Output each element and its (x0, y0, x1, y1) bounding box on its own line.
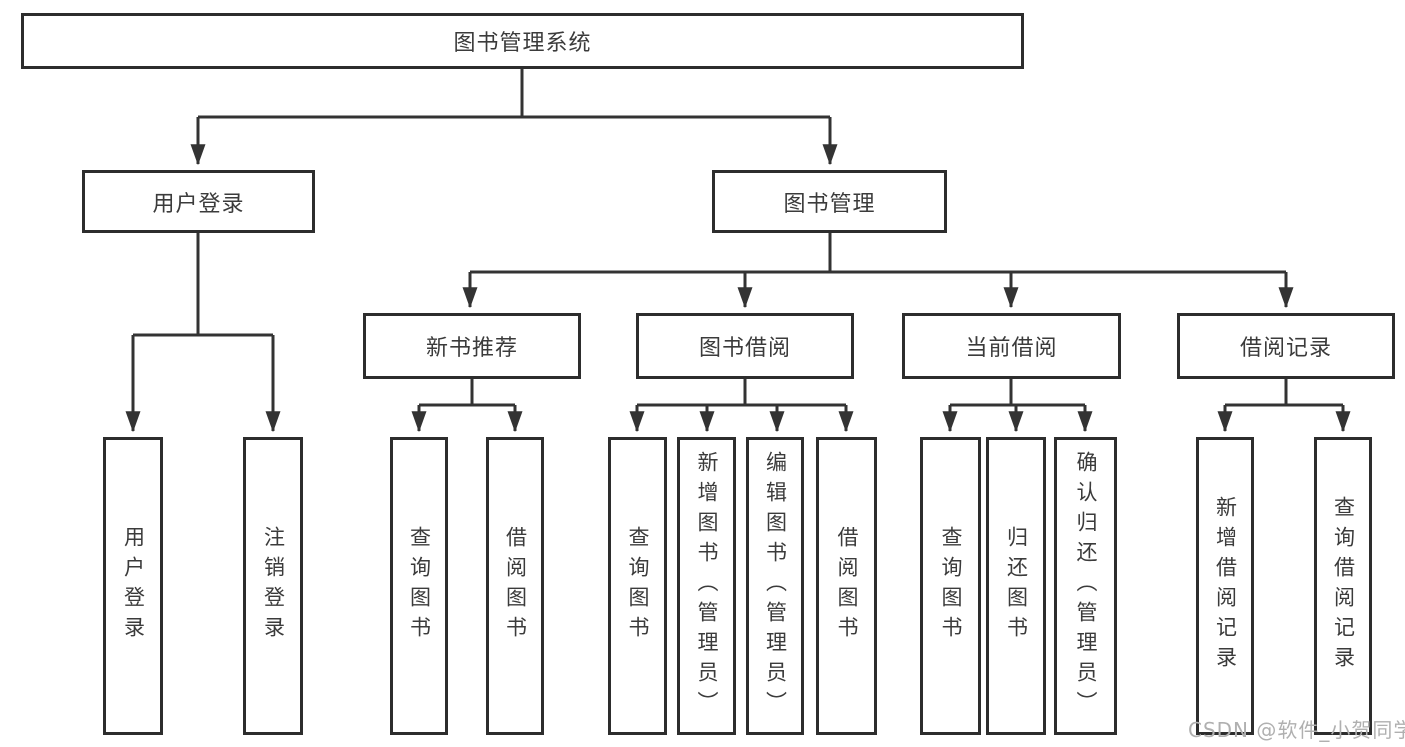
connector-root-branch (198, 67, 830, 119)
leaf-label: 归还图书 (1004, 526, 1029, 646)
connector-book-management-branch (470, 233, 1286, 274)
connector-user-login-branch (133, 233, 273, 337)
node-user-login: 用户登录 (82, 170, 315, 233)
leaf-edit-books-admin: 编辑图书（管理员） (746, 437, 804, 735)
leaf-label: 新增借阅记录 (1213, 496, 1238, 676)
leaf-label: 查询借阅记录 (1331, 496, 1356, 676)
connector-current-borrow-branch (950, 379, 1085, 407)
leaf-add-borrow-record: 新增借阅记录 (1196, 437, 1254, 735)
leaf-label: 编辑图书（管理员） (763, 451, 788, 721)
node-book-borrow: 图书借阅 (636, 313, 854, 379)
connector-new-book-branch (419, 379, 515, 407)
leaf-confirm-return-admin: 确认归还（管理员） (1054, 437, 1117, 735)
node-library-system: 图书管理系统 (21, 13, 1024, 69)
leaf-user-login: 用户登录 (103, 437, 163, 735)
leaf-add-books-admin: 新增图书（管理员） (677, 437, 736, 735)
leaf-borrow-books: 借阅图书 (816, 437, 877, 735)
leaf-return-books: 归还图书 (986, 437, 1046, 735)
leaf-query-books-borrow: 查询图书 (608, 437, 667, 735)
leaf-label: 新增图书（管理员） (695, 451, 719, 721)
connector-book-borrow-branch (637, 379, 846, 407)
leaf-label: 用户登录 (121, 526, 146, 646)
node-current-borrow: 当前借阅 (902, 313, 1121, 379)
leaf-label: 查询图书 (939, 526, 963, 646)
leaf-label: 注销登录 (261, 526, 286, 646)
node-new-book-recommend: 新书推荐 (363, 313, 581, 379)
leaf-borrow-books-recommend: 借阅图书 (486, 437, 544, 735)
leaf-label: 借阅图书 (503, 526, 528, 646)
leaf-query-books-recommend: 查询图书 (390, 437, 448, 735)
node-borrow-records: 借阅记录 (1177, 313, 1395, 379)
leaf-label: 确认归还（管理员） (1074, 451, 1098, 721)
watermark: CSDN @软件_小贺同学 (1188, 718, 1405, 742)
leaf-label: 查询图书 (626, 526, 650, 646)
leaf-label: 借阅图书 (835, 526, 859, 646)
leaf-logout: 注销登录 (243, 437, 303, 735)
leaf-label: 查询图书 (407, 526, 432, 646)
leaf-query-borrow-record: 查询借阅记录 (1314, 437, 1372, 735)
connector-borrow-records-branch (1225, 379, 1343, 407)
leaf-query-books-current: 查询图书 (920, 437, 981, 735)
node-book-management: 图书管理 (712, 170, 947, 233)
